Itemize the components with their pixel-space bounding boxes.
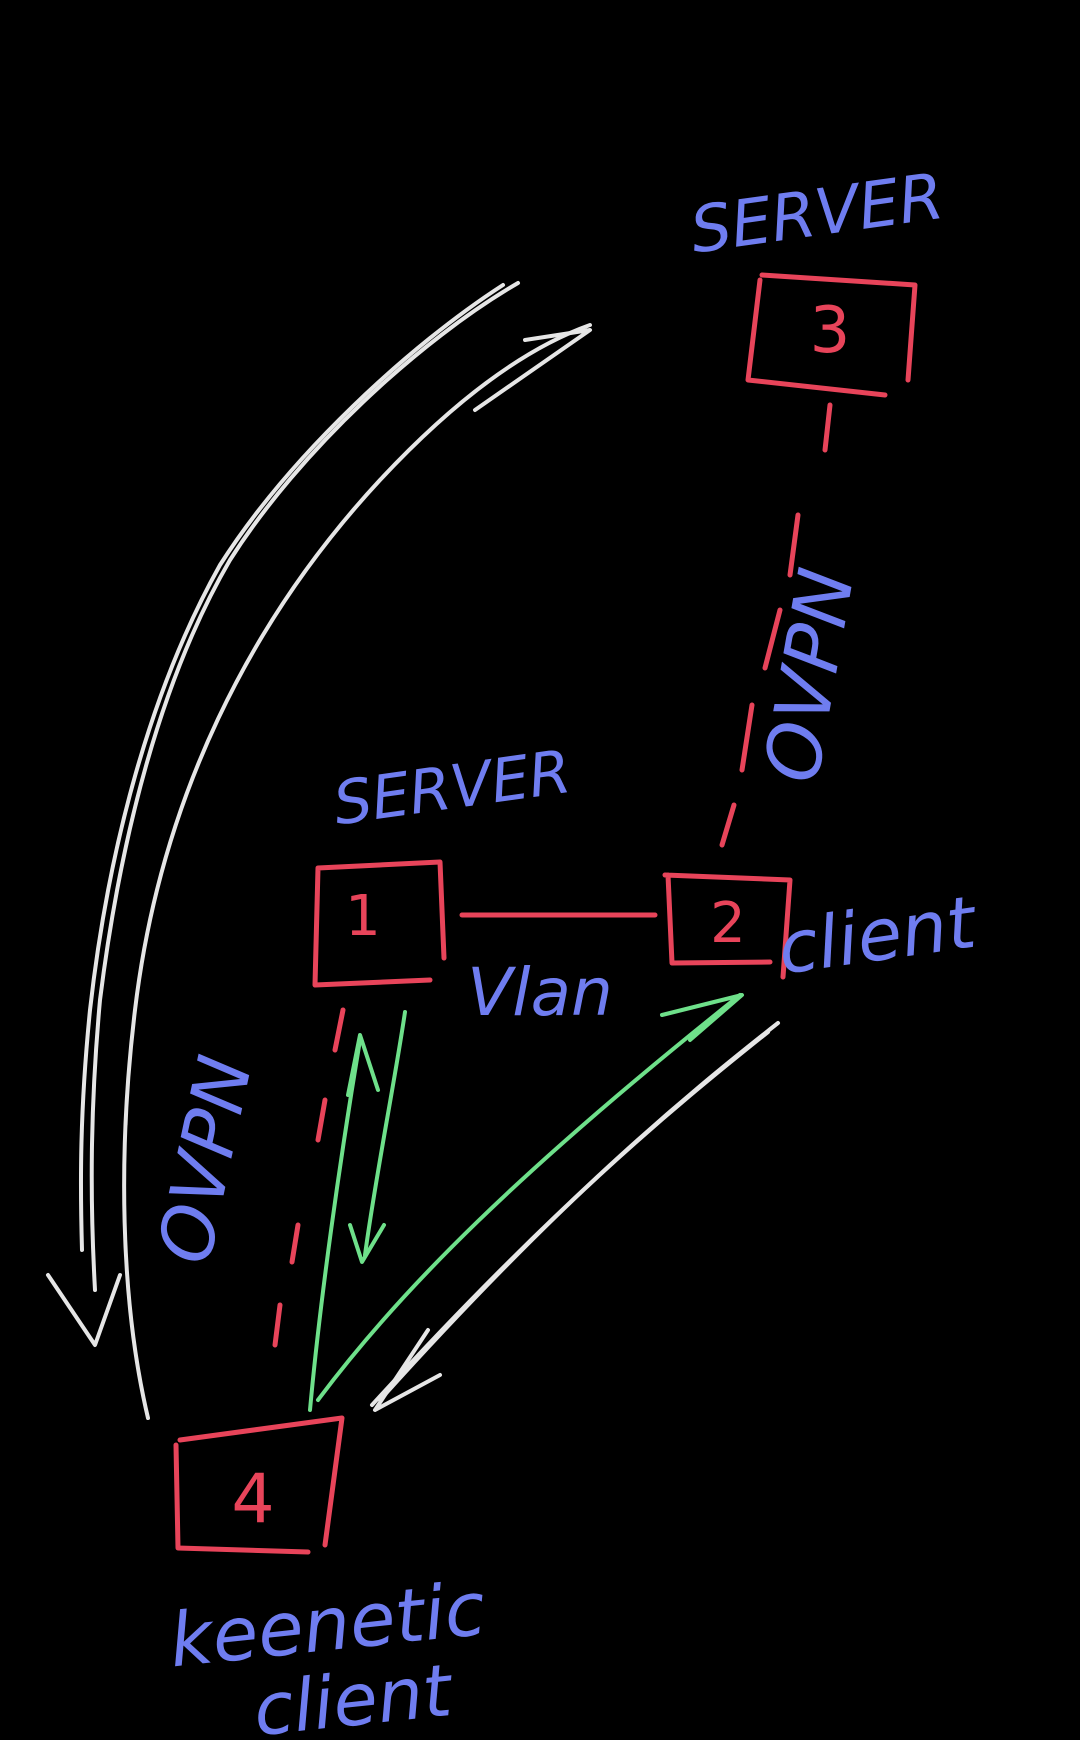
server-label-1: SERVER (329, 737, 575, 839)
node-3-label: 3 (810, 294, 851, 368)
white-arrow-2-to-4 (370, 1021, 780, 1412)
node-2-label: 2 (710, 891, 746, 956)
client-label-2: client (773, 880, 983, 991)
node-3: 3 (745, 272, 918, 398)
green-arrows-1-4 (308, 1010, 407, 1412)
ovpn-link-2-3 (719, 402, 833, 848)
white-curved-arrow-outer (46, 281, 592, 1420)
node-4: 4 (173, 1415, 345, 1555)
ovpn-label-left: OVPN (142, 1049, 270, 1271)
node-2: 2 (662, 872, 793, 980)
green-arrow-4-to-2 (316, 993, 744, 1402)
node-4-label: 4 (231, 1460, 274, 1539)
node-1: 1 (312, 859, 447, 988)
node-1-label: 1 (345, 884, 381, 949)
vlan-label: Vlan (467, 954, 613, 1031)
ovpn-label-top: OVPN (746, 562, 871, 789)
server-label-3: SERVER (686, 160, 948, 269)
ovpn-link-1-4 (272, 1007, 346, 1348)
